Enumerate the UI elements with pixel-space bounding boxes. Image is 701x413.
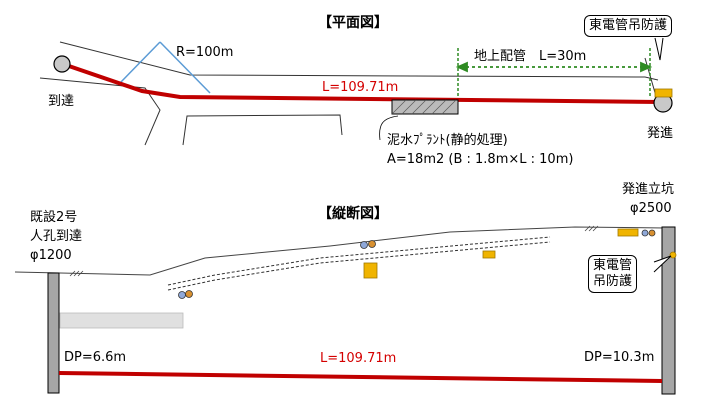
utility-circle-2: [185, 290, 193, 298]
depth-left: DP=6.6m: [64, 350, 127, 365]
profile-callout-line-1: 東電管: [593, 258, 633, 273]
surface-pipe-label: 地上配管 L=30m: [474, 49, 587, 64]
shaft-line-2: φ2500: [630, 201, 672, 216]
radius-lines: [119, 41, 211, 94]
utility-circle-6: [648, 229, 656, 237]
arrival-manhole-wall: [47, 272, 60, 394]
plan-callout-tail: [654, 37, 664, 61]
arrival-label: 到達: [48, 94, 75, 109]
plant-leader: [379, 115, 399, 141]
radius-label: R=100m: [176, 45, 234, 60]
utility-circle-3: [360, 241, 368, 249]
profile-pipe-length: L=109.71m: [320, 351, 397, 366]
utility-box-2: [482, 250, 496, 259]
plan-utility-protection: [654, 88, 673, 98]
manhole-line-3: φ1200: [30, 248, 72, 263]
shaft-line-1: 発進立坑: [622, 182, 675, 197]
existing-conduits: [167, 236, 551, 291]
manhole-line-1: 既設2号: [30, 210, 78, 225]
profile-callout-line-2: 吊防護: [593, 274, 633, 289]
utility-circle-1: [178, 291, 186, 299]
plan-callout: 東電管吊防護: [584, 15, 673, 37]
profile-callout: 東電管 吊防護: [588, 255, 638, 293]
plant-label: 泥水ﾌﾟﾗﾝﾄ(静的処理): [387, 133, 508, 148]
ground-hatch-left: [69, 270, 84, 277]
utility-circle-4: [368, 240, 376, 248]
profile-pipe-route: [58, 371, 663, 383]
arrival-manhole: [53, 55, 71, 73]
manhole-line-2: 人孔到達: [30, 229, 83, 244]
plan-pipe-length: L=109.71m: [322, 80, 399, 95]
ground-line: [14, 226, 666, 276]
ground-hatch-right: [584, 225, 599, 232]
existing-pipe-left: [59, 312, 184, 329]
utility-box-1: [363, 262, 378, 279]
plant-hatch-lines: [391, 99, 457, 115]
plan-title: 【平面図】: [318, 15, 388, 31]
utility-circle-5: [641, 229, 649, 237]
plant-area-label: A=18m2 (B : 1.8m×L : 10m): [387, 152, 574, 167]
surface-pipe-dimension: [455, 48, 653, 98]
plant-hatch: [391, 99, 459, 115]
suspended-conduit: [669, 251, 677, 259]
depth-right: DP=10.3m: [584, 350, 655, 365]
profile-title: 【縦断図】: [318, 206, 388, 222]
departure-shaft-wall: [661, 226, 676, 395]
departure-label: 発進: [647, 126, 674, 141]
profile-callout-tail: [653, 255, 672, 273]
utility-box-3: [617, 228, 639, 237]
